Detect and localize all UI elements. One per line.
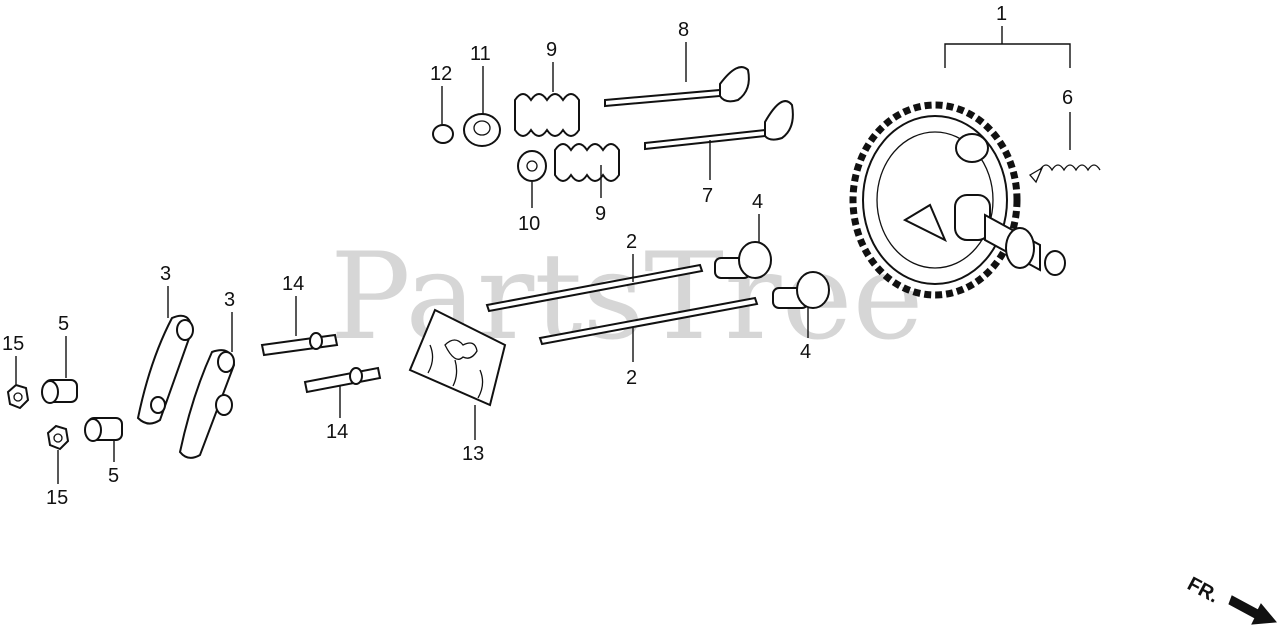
callout-3-right: 3: [224, 289, 235, 311]
part-2-pushrod-upper[interactable]: [485, 263, 704, 313]
callout-2-upper: 2: [626, 231, 637, 253]
part-8-valve[interactable]: [604, 66, 750, 108]
callout-1: 1: [996, 3, 1007, 25]
callout-15-lower: 15: [46, 487, 68, 509]
front-arrow-icon: [1228, 595, 1277, 625]
callout-5-lower: 5: [108, 465, 119, 487]
callout-8: 8: [678, 19, 689, 41]
part-11-retainer[interactable]: [463, 113, 501, 147]
callout-12: 12: [430, 63, 452, 85]
part-4-tappet-upper[interactable]: [714, 241, 772, 279]
callout-2-lower: 2: [626, 367, 637, 389]
part-9-spring-upper[interactable]: [514, 93, 580, 137]
callout-14-lower: 14: [326, 421, 348, 443]
callout-11: 11: [470, 43, 491, 65]
part-13-guide-plate[interactable]: [408, 308, 507, 407]
part-15-nut-lower[interactable]: [46, 424, 70, 451]
callout-14-upper: 14: [282, 273, 304, 295]
part-14-stud-lower[interactable]: [303, 366, 382, 394]
part-15-nut-upper[interactable]: [6, 383, 30, 410]
callout-4-lower: 4: [800, 341, 811, 363]
part-14-stud-upper[interactable]: [260, 332, 339, 357]
part-5-pivot-upper[interactable]: [41, 379, 78, 404]
callout-13: 13: [462, 443, 484, 465]
part-2-pushrod-lower[interactable]: [538, 296, 759, 346]
front-marker-label: FR.: [1184, 573, 1223, 608]
callout-9-upper: 9: [546, 39, 557, 61]
part-10-retainer[interactable]: [517, 150, 547, 182]
part-3-rocker-arm-left[interactable]: [136, 314, 194, 425]
callout-4-upper: 4: [752, 191, 763, 213]
part-7-valve[interactable]: [644, 100, 794, 151]
part-5-pivot-lower[interactable]: [84, 417, 123, 442]
part-12-cap[interactable]: [432, 124, 454, 144]
callout-10: 10: [518, 213, 540, 235]
callout-7: 7: [702, 185, 713, 207]
part-4-tappet-lower[interactable]: [772, 271, 830, 309]
callout-9-lower: 9: [595, 203, 606, 225]
part-6-spring[interactable]: [1028, 164, 1101, 184]
part-3-rocker-arm-right[interactable]: [178, 349, 236, 459]
callout-15-upper: 15: [2, 333, 24, 355]
callout-6: 6: [1062, 87, 1073, 109]
part-9-spring-lower[interactable]: [554, 143, 620, 182]
part-camshaft-gear[interactable]: [849, 101, 1066, 299]
callout-3-left: 3: [160, 263, 171, 285]
callout-5-upper: 5: [58, 313, 69, 335]
